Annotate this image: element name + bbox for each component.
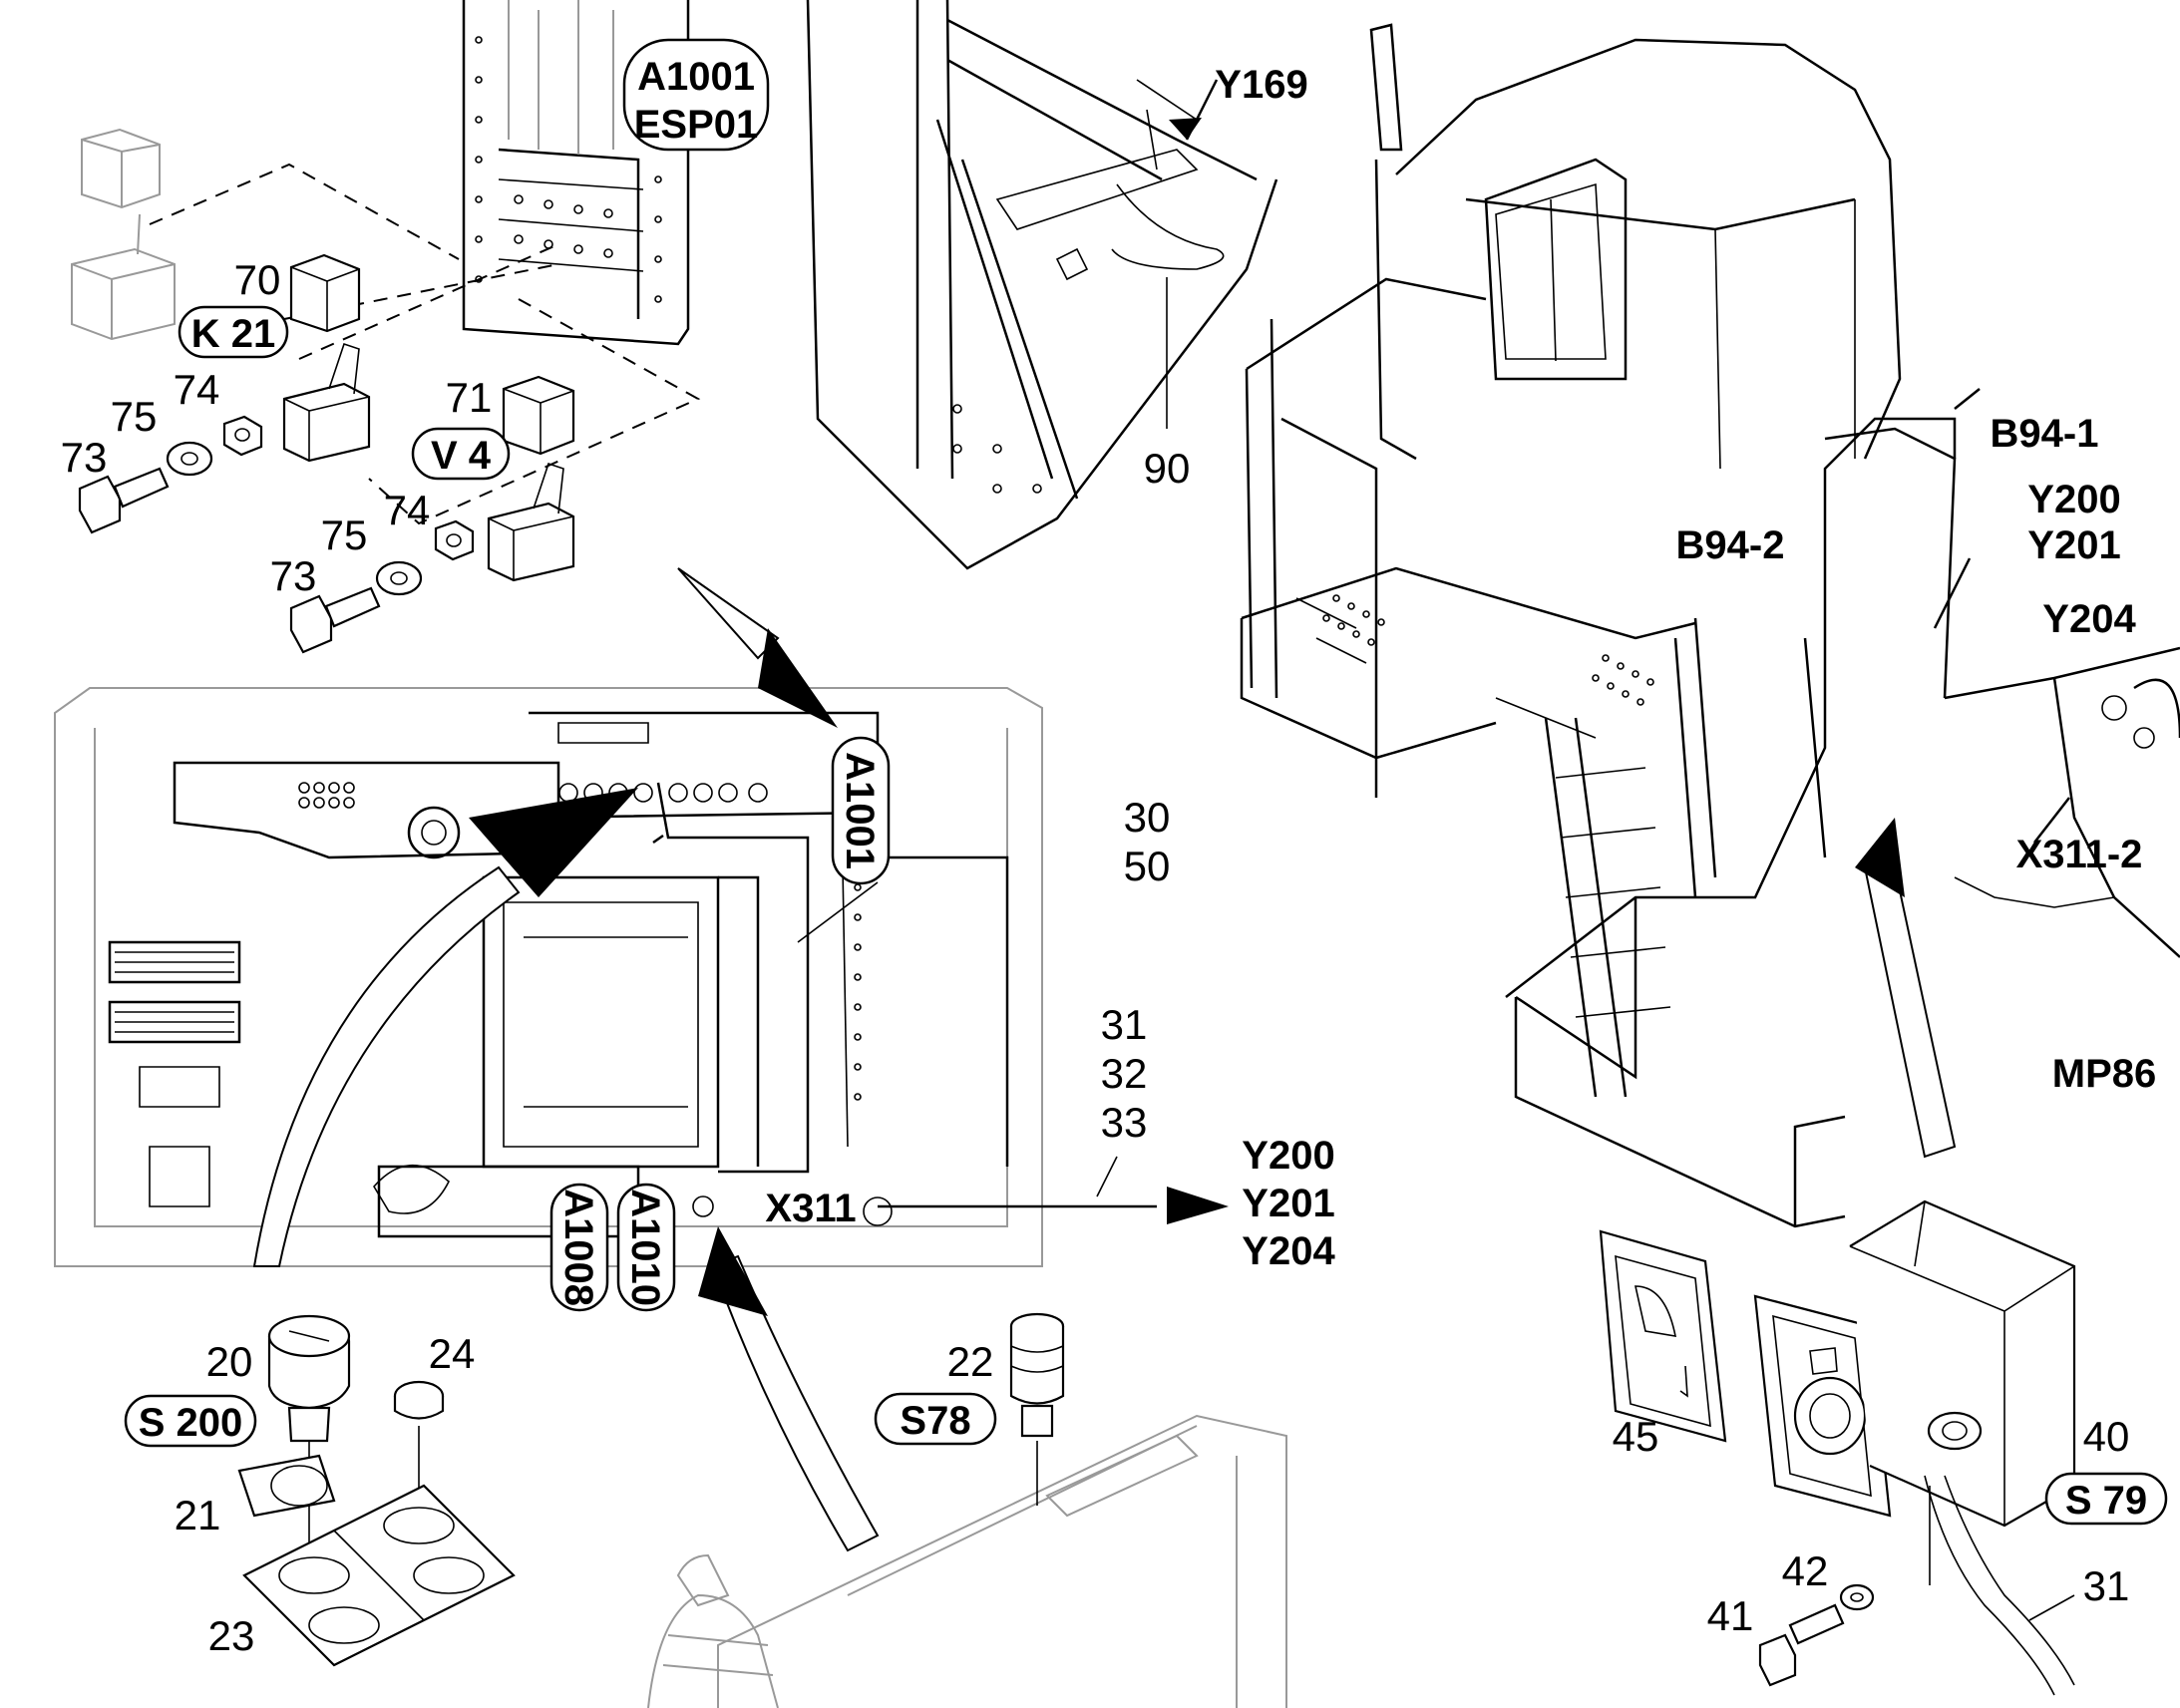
- part-number: 30: [1124, 794, 1171, 841]
- push-button-icon: [393, 1380, 445, 1420]
- relay-socket-icon: [282, 342, 371, 463]
- cab-pillar-detail-icon: [806, 0, 1278, 570]
- arrow-icon: [677, 567, 780, 660]
- bolt-icon: [289, 586, 381, 654]
- joystick-console-icon: [647, 1414, 1287, 1708]
- control-panel-icon: [54, 687, 1043, 1267]
- label-v4: V 4: [431, 434, 492, 478]
- label-s78: S78: [900, 1399, 970, 1443]
- washer-icon: [375, 560, 423, 596]
- part-number: 70: [234, 256, 281, 303]
- nut-icon: [434, 519, 475, 561]
- bolt-icon: [1758, 1603, 1845, 1687]
- relay-socket-icon: [487, 462, 575, 582]
- push-button-icon: [1009, 1312, 1065, 1438]
- label-y201: Y201: [2027, 523, 2120, 567]
- label-a1001-vertical: A1001: [838, 752, 882, 869]
- rotary-switch-icon: [267, 1314, 351, 1443]
- part-number: 90: [1144, 445, 1191, 492]
- part-number: 71: [446, 374, 493, 421]
- label-s79: S 79: [2065, 1479, 2147, 1523]
- cabinet-board-icon: [462, 0, 690, 346]
- part-number: 32: [1101, 1050, 1148, 1097]
- part-number: 50: [1124, 843, 1171, 889]
- part-number: 42: [1782, 1547, 1829, 1594]
- relay-icon: [71, 128, 176, 341]
- label-b94-1: B94-1: [1991, 412, 2099, 456]
- label-a1008: A1008: [556, 1189, 600, 1306]
- label-mp86: MP86: [2052, 1052, 2157, 1096]
- relay-icon: [289, 253, 361, 333]
- label-esp01: ESP01: [634, 103, 759, 147]
- label-y169: Y169: [1215, 63, 1307, 107]
- nut-icon: [222, 415, 263, 457]
- part-number: 24: [429, 1330, 476, 1377]
- part-number: 40: [2083, 1413, 2130, 1460]
- label-a1010: A1010: [623, 1189, 667, 1306]
- part-number: 75: [321, 512, 368, 558]
- part-number: 74: [384, 487, 431, 533]
- part-number: 41: [1707, 1592, 1754, 1639]
- part-number: 31: [2083, 1562, 2130, 1609]
- label-x311-2: X311-2: [2016, 833, 2143, 876]
- label-y201-target: Y201: [1242, 1182, 1334, 1225]
- label-x311: X311: [765, 1187, 856, 1230]
- relay-icon: [502, 375, 575, 456]
- seat-decal-icon: [1599, 1229, 1727, 1443]
- part-number: 73: [61, 434, 108, 481]
- operator-cab-icon: [1240, 23, 2180, 1228]
- bolt-icon: [78, 467, 170, 534]
- switch-plate-icon: [242, 1484, 516, 1667]
- part-number: 74: [174, 366, 220, 413]
- part-number: 23: [208, 1612, 255, 1659]
- washer-icon: [1839, 1583, 1875, 1611]
- part-number: 22: [947, 1338, 994, 1385]
- part-number: 75: [111, 393, 158, 440]
- label-y200: Y200: [2027, 478, 2120, 521]
- part-number: 21: [175, 1492, 221, 1538]
- label-s200: S 200: [139, 1401, 243, 1445]
- label-k21: K 21: [191, 312, 276, 356]
- part-number: 31: [1101, 1001, 1148, 1048]
- part-number: 45: [1613, 1413, 1659, 1460]
- part-number: 73: [270, 552, 317, 599]
- label-y204-target: Y204: [1242, 1229, 1335, 1273]
- washer-icon: [166, 441, 213, 477]
- emergency-stop-box-icon: [1753, 1199, 2076, 1696]
- label-b94-2: B94-2: [1676, 523, 1785, 567]
- label-y204-cab: Y204: [2042, 597, 2136, 641]
- part-number: 33: [1101, 1099, 1148, 1146]
- label-y200-target: Y200: [1242, 1134, 1334, 1178]
- part-number: 20: [206, 1338, 253, 1385]
- label-a1001: A1001: [637, 55, 755, 99]
